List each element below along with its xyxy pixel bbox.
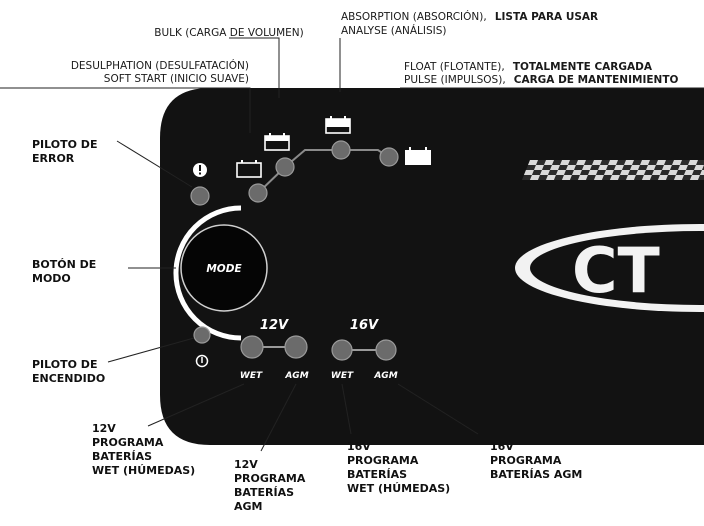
label-16v-agm: AGM bbox=[373, 371, 397, 381]
label-analyse: ANALYSE (ANÁLISIS) bbox=[341, 24, 447, 37]
checker-pattern bbox=[522, 160, 704, 180]
label-16v-wet-program: 16V PROGRAMA BATERÍAS WET (HÚMEDAS) bbox=[347, 440, 450, 495]
label-12v-agm: AGM bbox=[284, 371, 308, 381]
label-mode-1: BOTÓN DE bbox=[32, 258, 96, 271]
label-16v-agm-program: 16V PROGRAMA BATERÍAS AGM bbox=[490, 440, 582, 481]
power-led bbox=[194, 327, 210, 343]
label-mode-2: MODO bbox=[32, 272, 71, 285]
label-power-1: PILOTO DE bbox=[32, 358, 97, 371]
label-float: FLOAT (FLOTANTE), TOTALMENTE CARGADA bbox=[404, 55, 653, 74]
error-led bbox=[191, 187, 209, 205]
label-soft-start: SOFT START (INICIO SUAVE) bbox=[104, 73, 249, 85]
label-error-2: ERROR bbox=[32, 152, 75, 165]
led-12v-agm bbox=[285, 336, 307, 358]
label-power-2: ENCENDIDO bbox=[32, 372, 105, 385]
label-16v-wet: WET bbox=[331, 371, 354, 381]
label-error-1: PILOTO DE bbox=[32, 138, 97, 151]
mode-button-label: MODE bbox=[206, 263, 242, 275]
brand-text: CT bbox=[572, 234, 660, 307]
led-16v-wet bbox=[332, 340, 352, 360]
label-12v-wet: WET bbox=[240, 371, 263, 381]
led-absorption bbox=[332, 141, 350, 159]
label-desulphation: DESULPHATION (DESULFATACIÓN) bbox=[71, 59, 249, 72]
led-16v-agm bbox=[376, 340, 396, 360]
led-12v-wet bbox=[241, 336, 263, 358]
label-12v: 12V bbox=[260, 318, 289, 333]
label-absorption: ABSORPTION (ABSORCIÓN), LISTA PARA USAR bbox=[341, 5, 598, 24]
led-desulphation bbox=[249, 184, 267, 202]
led-float bbox=[380, 148, 398, 166]
led-bulk bbox=[276, 158, 294, 176]
label-bulk: BULK (CARGA DE VOLUMEN) bbox=[154, 27, 304, 39]
label-16v: 16V bbox=[350, 318, 379, 333]
label-12v-agm-program: 12V PROGRAMA BATERÍAS AGM bbox=[234, 458, 309, 513]
